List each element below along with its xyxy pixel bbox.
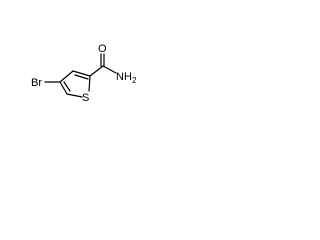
bromine-label: Br (31, 77, 42, 89)
bond-c3-c2 (72, 70, 91, 77)
amine-subscript-label: 2 (132, 76, 137, 85)
bond-c3-c4 (59, 70, 74, 83)
bond-s-c5 (66, 93, 83, 98)
oxygen-label: O (98, 43, 107, 55)
bond-carbonyl-n (102, 65, 117, 74)
bond-c2-s (88, 75, 91, 92)
amine-nitrogen-label: N (116, 71, 124, 83)
bond-c2-carbonyl (89, 65, 104, 77)
bond-c5-c4-inner (63, 81, 71, 92)
amine-hydrogen-label: H (124, 71, 132, 83)
bond-c3-c2-inner (74, 74, 89, 80)
thiophene-carboxamide-structure: Br S O N H 2 (31, 43, 137, 104)
bond-c5-c4 (59, 81, 68, 95)
sulfur-label: S (82, 92, 89, 104)
